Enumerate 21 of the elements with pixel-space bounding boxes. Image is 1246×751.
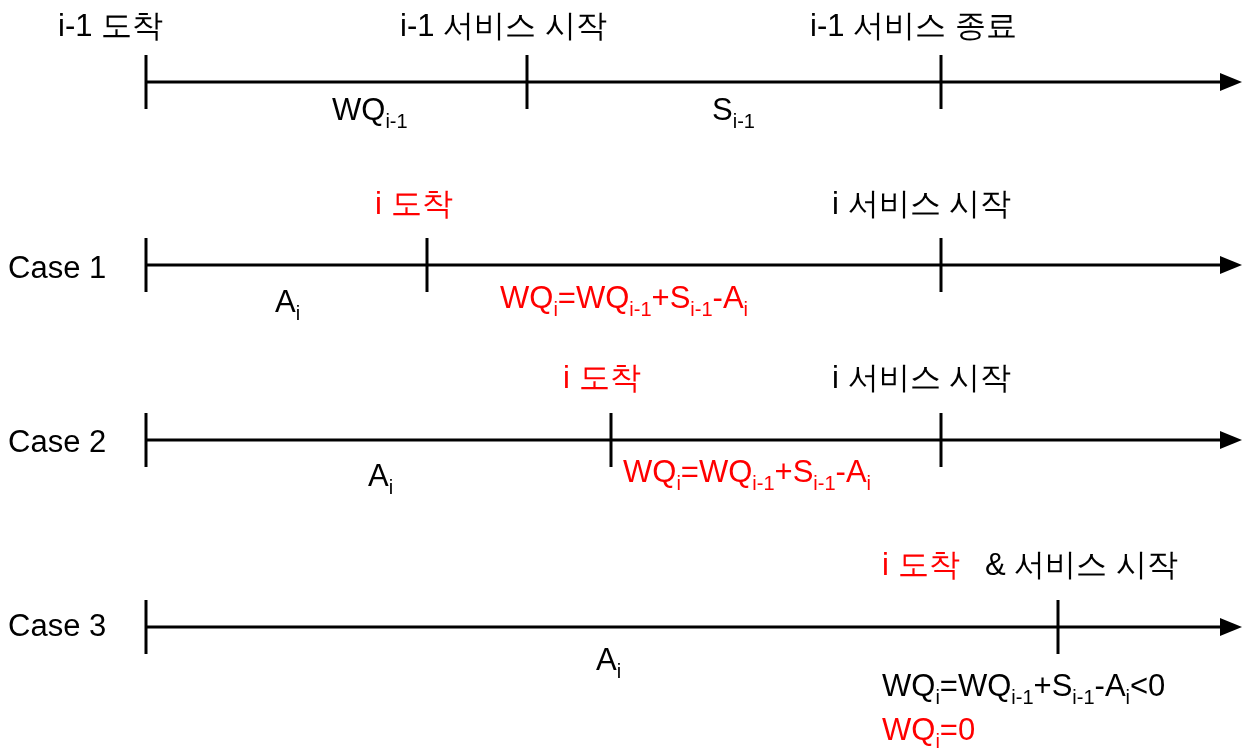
case-label: Case 2: [8, 424, 107, 460]
case-label: Case 1: [8, 250, 107, 286]
event-label: i-1 도착: [58, 8, 164, 44]
interval-label: A$_{i}$: [275, 284, 301, 320]
case-label: Case 3: [8, 608, 107, 644]
event-label: i 도착: [882, 547, 960, 583]
event-label: i 도착: [375, 186, 453, 222]
formula-text: WQ$_{i}$=WQ$_{i-1}$+S$_{i-1}$-A$_{i}$: [500, 280, 748, 316]
interval-label: WQ$_{i-1}$: [332, 92, 408, 128]
event-label: i 서비스 시작: [832, 360, 1012, 396]
event-label: & 서비스 시작: [985, 547, 1178, 583]
event-label: i-1 서비스 시작: [400, 8, 607, 44]
event-label: i 도착: [563, 360, 641, 396]
interval-label: S$_{i-1}$: [712, 92, 755, 128]
formula-text: WQ$_{i}$=WQ$_{i-1}$+S$_{i-1}$-A$_{i}$<0: [882, 668, 1166, 704]
formula-text: WQ$_{i}$=WQ$_{i-1}$+S$_{i-1}$-A$_{i}$: [623, 454, 871, 490]
event-label: i 서비스 시작: [832, 186, 1012, 222]
interval-label: A$_{i}$: [368, 458, 394, 494]
event-label: i-1 서비스 종료: [810, 8, 1017, 44]
interval-label: A$_{i}$: [596, 642, 622, 678]
formula-text: WQ$_{i}$=0: [882, 712, 976, 748]
